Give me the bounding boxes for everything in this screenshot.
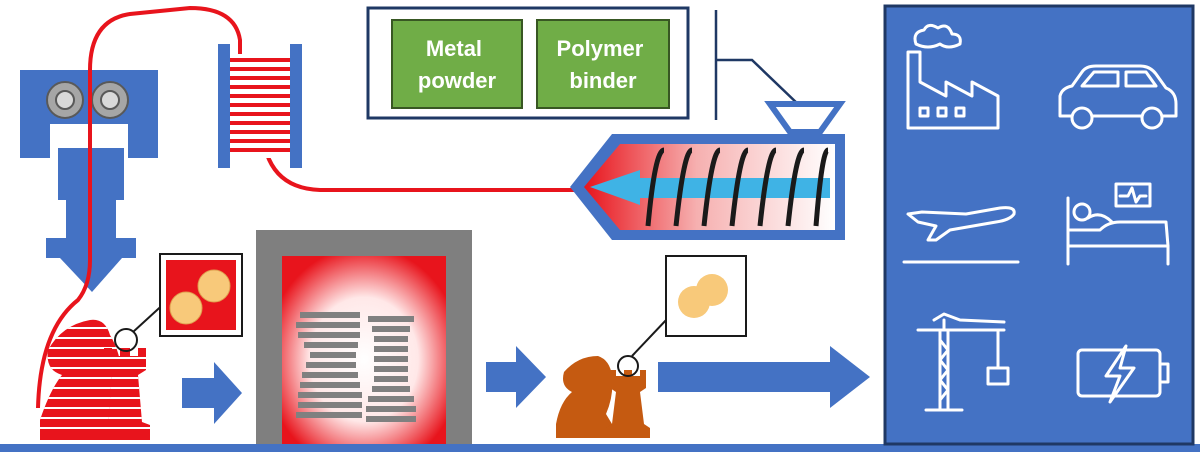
polymer-binder-label-1: Polymer <box>557 36 644 61</box>
green-part-zoom-marker <box>114 328 138 352</box>
hospital-bed-icon <box>1066 182 1170 266</box>
hopper-callout-line <box>714 10 801 120</box>
screw-extruder-icon <box>570 101 846 240</box>
metal-powder-box <box>391 19 523 109</box>
airplane-icon <box>902 206 1020 264</box>
svg-text:Polymer binder: Polymer binder <box>557 36 650 93</box>
metal-powder-label-2: powder <box>418 68 497 93</box>
green-part-particles-inset <box>159 253 243 337</box>
car-icon <box>1058 64 1178 130</box>
furnace-icon <box>256 230 472 444</box>
ground-line <box>0 444 1200 452</box>
filament-line <box>36 5 242 409</box>
crane-icon <box>916 312 1010 412</box>
filament-to-extruder <box>260 119 585 192</box>
metal-powder-label-1: Metal <box>426 36 482 61</box>
arrow-right-icon <box>658 346 870 408</box>
sintered-part-zoom-line <box>631 317 669 357</box>
arrow-right-icon <box>486 346 546 408</box>
svg-text:Metal powder: Metal powder <box>418 36 497 93</box>
chess-rook-icon <box>606 370 650 438</box>
polymer-binder-box <box>536 19 670 109</box>
arrow-right-icon <box>182 362 242 424</box>
filament-spool-icon <box>218 44 302 168</box>
sintered-part-zoom-marker <box>617 355 639 377</box>
polymer-binder-label-2: binder <box>569 68 637 93</box>
battery-icon <box>1076 344 1170 404</box>
materials-panel: Metal powder Polymer binder <box>366 6 690 120</box>
factory-icon <box>906 23 1000 130</box>
applications-panel <box>883 4 1195 446</box>
sintered-particles-inset <box>665 255 747 337</box>
chess-knight-icon <box>556 356 613 438</box>
